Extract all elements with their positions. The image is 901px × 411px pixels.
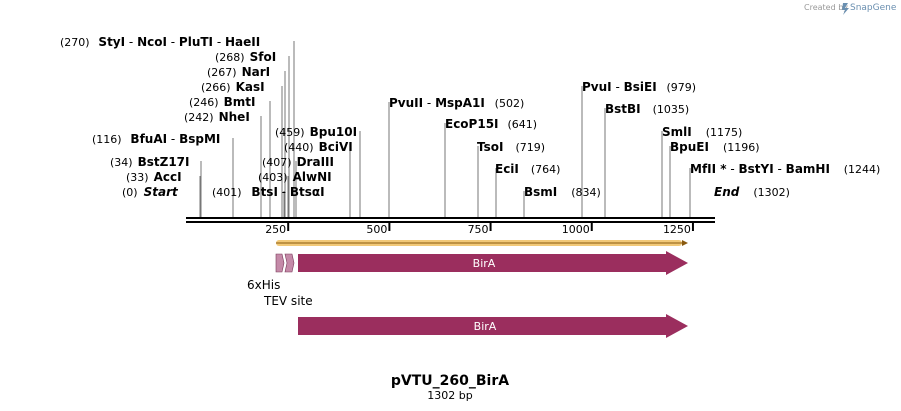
ruler-tick-label-250: 250 bbox=[265, 223, 286, 236]
ruler: 250 500 750 1000 1250 bbox=[265, 223, 694, 236]
site-label-502[interactable]: PvuII - MspA1I (502) bbox=[389, 96, 524, 110]
site-label-0[interactable]: (0)Start bbox=[122, 185, 179, 199]
feature-bira-2[interactable]: BirA bbox=[298, 314, 688, 338]
feature-tev-site-label: TEV site bbox=[263, 294, 313, 308]
site-label-34[interactable]: (34)BstZ17I bbox=[110, 155, 189, 169]
ruler-tick-label-750: 750 bbox=[468, 223, 489, 236]
site-label-246[interactable]: (246)BmtI bbox=[189, 95, 255, 109]
orf-arrow[interactable] bbox=[276, 240, 688, 246]
plasmid-name: pVTU_260_BirA bbox=[391, 373, 509, 389]
site-label-116[interactable]: (116) BfuAI - BspMI bbox=[92, 132, 220, 146]
site-label-1244[interactable]: MfII * - BstYI - BamHI (1244) bbox=[690, 162, 880, 176]
site-label-1035[interactable]: BstBI(1035) bbox=[605, 102, 689, 116]
site-label-268[interactable]: (268)SfoI bbox=[215, 50, 276, 64]
feature-tev-site[interactable] bbox=[284, 253, 295, 273]
snapgene-logo-icon bbox=[842, 3, 849, 15]
feature-bira-2-label: BirA bbox=[474, 320, 497, 333]
watermark-brand: SnapGene bbox=[850, 3, 897, 13]
plasmid-size: 1302 bp bbox=[427, 389, 472, 402]
site-label-242[interactable]: (242)NheI bbox=[184, 110, 250, 124]
site-label-834[interactable]: BsmI(834) bbox=[524, 185, 601, 199]
ruler-tick-label-500: 500 bbox=[366, 223, 387, 236]
site-label-979[interactable]: PvuI - BsiEI (979) bbox=[582, 80, 696, 94]
site-label-401[interactable]: (401) BtsI - BtsαI bbox=[212, 185, 325, 199]
site-label-459[interactable]: (459)Bpu10I bbox=[275, 125, 357, 139]
site-label-764[interactable]: EciI(764) bbox=[495, 162, 560, 176]
site-label-266[interactable]: (266)KasI bbox=[201, 80, 265, 94]
site-label-1302[interactable]: End(1302) bbox=[714, 185, 790, 199]
site-label-641[interactable]: EcoP15I(641) bbox=[445, 117, 537, 131]
backbone-bottom-strand bbox=[186, 221, 715, 223]
site-label-1196[interactable]: BpuEI(1196) bbox=[670, 140, 760, 154]
site-label-33[interactable]: (33)AccI bbox=[126, 170, 182, 184]
watermark-created-by: Created by bbox=[804, 3, 848, 12]
site-label-403[interactable]: (403)AlwNI bbox=[258, 170, 332, 184]
backbone-top-strand bbox=[186, 217, 715, 219]
ruler-tick-label-1250: 1250 bbox=[663, 223, 691, 236]
site-label-267[interactable]: (267)NarI bbox=[207, 65, 270, 79]
feature-6xhis-label: 6xHis bbox=[247, 278, 280, 292]
site-label-407[interactable]: (407)DraIII bbox=[262, 155, 334, 169]
ruler-tick-label-1000: 1000 bbox=[562, 223, 590, 236]
site-label-719[interactable]: TsoI(719) bbox=[477, 140, 545, 154]
site-label-440[interactable]: (440)BciVI bbox=[284, 140, 353, 154]
feature-bira-1-label: BirA bbox=[473, 257, 496, 270]
site-label-270[interactable]: (270) StyI - NcoI - PluTI - HaeII bbox=[60, 35, 260, 49]
feature-bira-1[interactable]: BirA bbox=[298, 251, 688, 275]
site-lines bbox=[199, 41, 691, 217]
site-label-1175[interactable]: SmlI(1175) bbox=[662, 125, 742, 139]
feature-6xhis[interactable] bbox=[275, 253, 285, 273]
